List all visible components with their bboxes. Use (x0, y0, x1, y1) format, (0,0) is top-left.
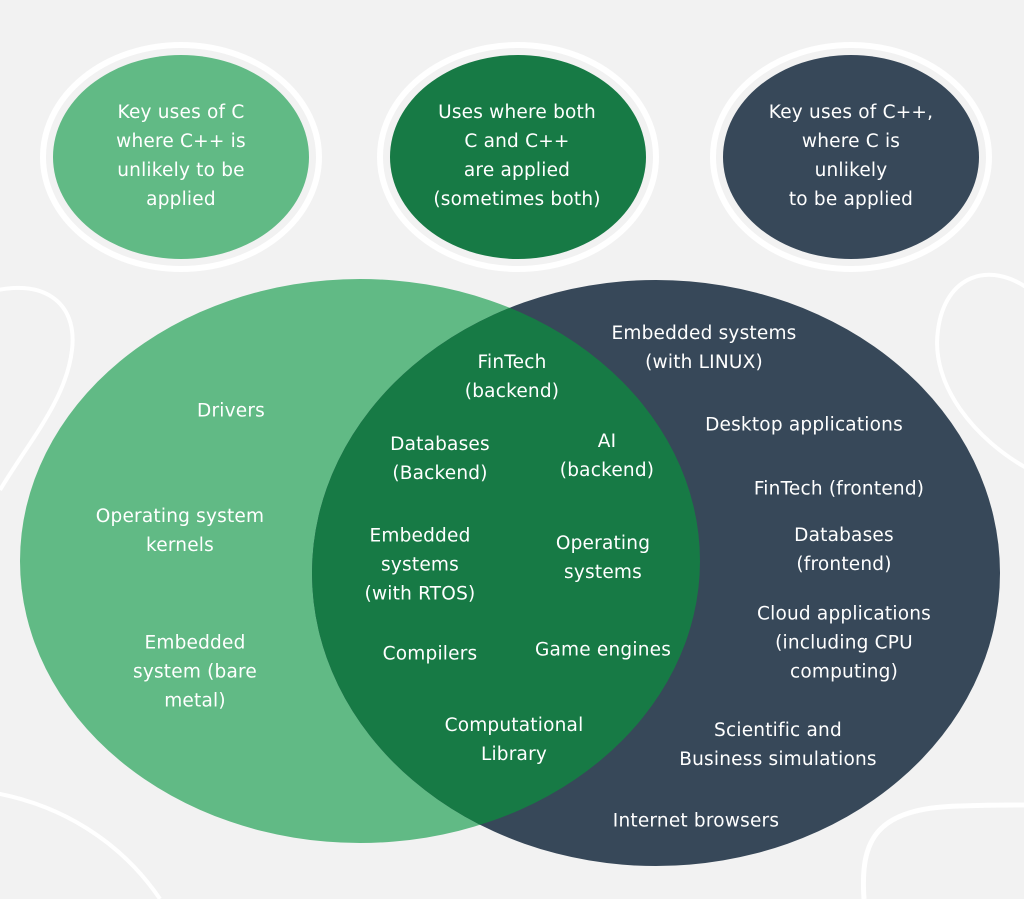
both-item-ai-backend: AI (backend) (559, 431, 655, 481)
both-item-databases-backend: Databases (Backend) (390, 434, 490, 484)
legend-oval-cpp-only (723, 55, 979, 259)
cpp-item-embedded-linux: Embedded systems (with LINUX) (611, 323, 797, 373)
venn-intersection (312, 280, 700, 843)
both-item-operating-systems: Operating systems (555, 533, 651, 583)
both-item-fintech-backend: FinTech (backend) (464, 352, 560, 402)
decorative-curve-left (0, 285, 75, 492)
both-item-compilers: Compilers (382, 643, 478, 665)
legend-label-cpp-only: Key uses of C++, where C is unlikely to … (768, 102, 934, 210)
legend-oval-both (390, 55, 646, 259)
both-item-embedded-rtos: Embedded systems (with RTOS) (364, 525, 476, 605)
both-item-game-engines: Game engines (534, 639, 672, 661)
legend-ring-c-only (40, 42, 322, 272)
decorative-curve-bottom-right (860, 802, 1024, 899)
both-item-computational-library: Computational Library (444, 715, 584, 765)
cpp-item-fintech-frontend: FinTech (frontend) (753, 478, 925, 500)
cpp-item-databases-frontend: Databases (frontend) (794, 525, 894, 575)
c-item-embedded-bare-metal: Embedded system (bare metal) (132, 632, 258, 712)
decorative-curve-bottom-left (0, 792, 162, 899)
c-item-os-kernels: Operating system kernels (95, 506, 265, 556)
legend-ring-both (377, 42, 659, 272)
cpp-item-internet-browsers: Internet browsers (612, 810, 780, 832)
legend-label-c-only: Key uses of C where C++ is unlikely to b… (116, 102, 246, 210)
c-item-drivers: Drivers (197, 400, 265, 422)
legend-label-both: Uses where both C and C++ are applied (s… (433, 102, 601, 210)
cpp-item-cloud-apps: Cloud applications (including CPU comput… (756, 603, 932, 683)
legend-oval-c-only (53, 55, 309, 259)
cpp-item-simulations: Scientific and Business simulations (679, 720, 877, 770)
decorative-curve-right (935, 272, 1024, 469)
legend-ring-cpp-only (710, 42, 992, 272)
cpp-item-desktop-apps: Desktop applications (705, 414, 903, 436)
